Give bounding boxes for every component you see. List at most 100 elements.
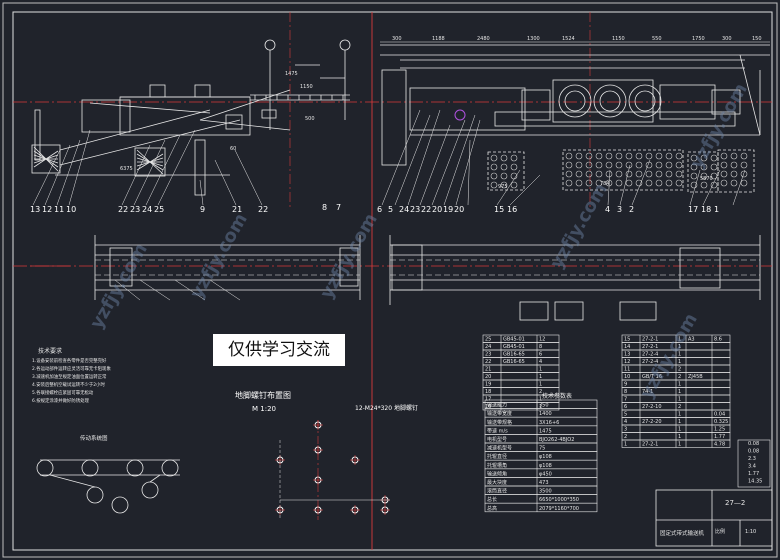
table-cell: 1 <box>678 397 681 403</box>
part-callout: 3 <box>617 205 622 214</box>
dimension-text: 975 <box>498 184 508 190</box>
table-cell: 托辊直径 <box>487 453 507 460</box>
table-cell: 1 <box>539 367 542 373</box>
part-callout: 6 <box>377 205 382 214</box>
table-cell: 17 <box>485 397 491 403</box>
notes-title: 技术要求 <box>38 347 62 355</box>
table-cell: 2 <box>678 367 681 373</box>
table-cell: 1 <box>678 337 681 343</box>
table-cell: φ108 <box>539 463 552 469</box>
weight-cell: 0.08 <box>748 449 759 455</box>
table-cell: GB16-65 <box>503 359 525 365</box>
table-cell: 带速 m/s <box>487 428 508 434</box>
dimension-text: 500 <box>305 116 315 122</box>
table-cell: 16 <box>485 404 491 410</box>
part-callout: 21 <box>232 205 242 214</box>
dimension-text: 60 <box>230 146 236 152</box>
table-cell: 6650*1000*350 <box>539 497 579 503</box>
detail-title: 传动系统图 <box>80 434 108 442</box>
foundation-block <box>717 149 755 193</box>
dimension-text: 1150 <box>300 84 313 90</box>
table-cell: GB45-01 <box>503 337 525 343</box>
table-cell: 13 <box>624 352 630 358</box>
watermark-text: yzfjy.com <box>86 240 152 333</box>
table-cell: 20 <box>485 374 491 380</box>
table-cell: 1 <box>539 404 542 410</box>
part-callout: 24 <box>142 205 152 214</box>
drawing-number: 27—2 <box>725 499 745 507</box>
watermark-text: yzfjy.com <box>546 180 612 273</box>
table-cell: 1 <box>539 397 542 403</box>
table-cell: 11 <box>624 367 630 373</box>
table-cell: 滚筒直径 <box>487 488 507 495</box>
foundation-scale: M 1:20 <box>252 405 276 413</box>
part-callout: 1 <box>714 205 719 214</box>
part-callout: 2 <box>629 205 634 214</box>
table-cell: 14 <box>624 344 630 350</box>
table-cell: 1 <box>678 434 681 440</box>
dimension-text: 150 <box>752 36 762 42</box>
table-cell: 27-2-20 <box>642 419 662 425</box>
part-callout: 7 <box>336 203 341 212</box>
table-cell: 10 <box>624 374 630 380</box>
part-callout: 15 <box>494 205 504 214</box>
table-cell: 1 <box>678 412 681 418</box>
table-cell: φ450 <box>539 471 552 477</box>
table-cell: 27-2-10 <box>642 404 662 410</box>
conveyor-plan-view <box>30 235 761 321</box>
weight-cell: 14.35 <box>748 479 762 485</box>
table-cell: 最大块度 <box>487 479 507 486</box>
part-callout: 10 <box>66 205 76 214</box>
part-callout: 13 <box>30 205 40 214</box>
table-cell: 托辊槽角 <box>487 462 507 469</box>
study-only-notice: 仅供学习交流 <box>213 334 345 366</box>
table-cell: 总高 <box>487 505 497 512</box>
weight-cell: 1.77 <box>748 471 759 477</box>
table-cell: 12 <box>624 359 630 365</box>
table-cell: 19 <box>485 382 491 388</box>
table-cell: 2 <box>678 404 681 410</box>
table-cell: 350 <box>539 403 549 409</box>
table-cell: BJO262-4BJO2 <box>539 437 574 443</box>
table-cell: 输送带宽度 <box>487 410 512 417</box>
part-callout: 25 <box>154 205 164 214</box>
table-cell: 1 <box>678 359 681 365</box>
table-cell: 输送倾角 <box>487 470 507 477</box>
part-callout: 8 <box>322 203 327 212</box>
table-cell: 18 <box>485 389 491 395</box>
table-cell: 22 <box>485 359 491 365</box>
part-callout: 20 <box>454 205 464 214</box>
dimension-text: 1188 <box>432 36 445 42</box>
table-cell: 15 <box>624 337 630 343</box>
part-callout: 11 <box>54 205 64 214</box>
table-cell: 3X16+6 <box>539 420 559 426</box>
table-cell: 1 <box>624 442 627 448</box>
part-callout: 22 <box>118 205 128 214</box>
table-cell: 4 <box>539 359 542 365</box>
middle-truss-section <box>250 39 351 130</box>
table-cell: 1.25 <box>714 427 725 433</box>
dimension-text: 784 <box>600 181 610 187</box>
table-cell: 473 <box>539 480 549 486</box>
table-cell: 1 <box>539 374 542 380</box>
table-cell: 27-2-1 <box>642 442 658 448</box>
table-cell: GB16-65 <box>503 352 525 358</box>
table-cell: 27-2-4 <box>642 352 658 358</box>
anchor-bolt-layout <box>275 420 390 520</box>
table-cell: 1 <box>539 382 542 388</box>
note-line: 4.安装后整机空载试运转不少于2小时 <box>32 381 105 388</box>
table-cell: 6 <box>624 404 627 410</box>
table-cell: 27-2-4 <box>642 359 658 365</box>
table-cell: 1 <box>678 442 681 448</box>
dimension-text: 300 <box>722 36 732 42</box>
part-callout: 18 <box>701 205 711 214</box>
table-cell: 3500 <box>539 489 552 495</box>
part-callout: 23 <box>130 205 140 214</box>
table-cell: 1 <box>678 344 681 350</box>
table-cell: 8.6 <box>714 337 722 343</box>
table-cell: 9 <box>624 382 627 388</box>
note-line: 3.减速机加油至规定油面位置运转正常 <box>32 373 107 380</box>
